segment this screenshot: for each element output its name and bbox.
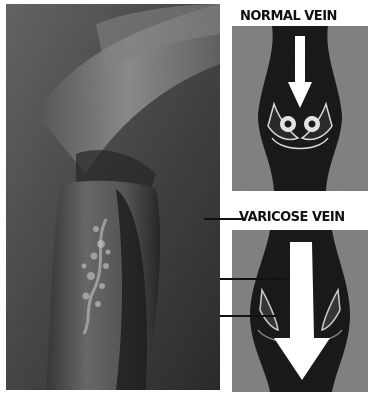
varicose-vein-label: VARICOSE VEIN: [239, 211, 345, 225]
varicose-pointer-line: [204, 218, 242, 220]
valve-pointer-line-lower: [220, 315, 276, 317]
valve-pointer-line-upper: [220, 278, 290, 280]
normal-vein-label: NORMAL VEIN: [240, 10, 337, 24]
normal-vein-diagram: [232, 26, 368, 191]
figure: NORMAL VEIN: [6, 4, 366, 390]
leg-photo: [6, 4, 220, 390]
varicose-vein-diagram: [232, 230, 368, 392]
normal-vein-svg: [232, 26, 368, 191]
varicose-vein-svg: [232, 230, 368, 392]
leg-photo-svg: [6, 4, 220, 390]
